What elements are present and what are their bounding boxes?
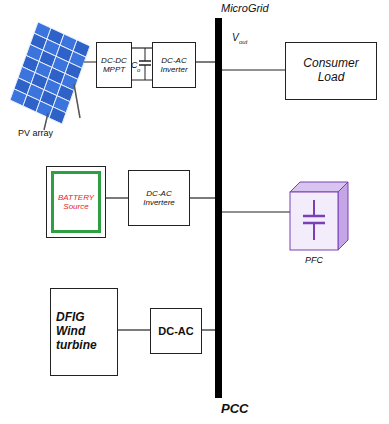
pv-label: PV array — [18, 129, 53, 138]
pfc-shape — [290, 192, 338, 250]
capacitor-label: C — [131, 61, 138, 70]
text-wrap: DC-AC Invertere — [129, 189, 189, 207]
pfc-box: PFC — [290, 192, 338, 250]
voltage-label: V — [232, 33, 239, 43]
text-wrap: Consumer Load — [286, 57, 376, 85]
pv-array-panel — [10, 22, 90, 124]
box-text: DC-DC MPPT — [97, 56, 131, 74]
pfc-label: PFC — [290, 256, 338, 265]
pfc-outline — [290, 181, 350, 251]
bus-title: MicroGrid — [221, 3, 269, 14]
panel-leg — [44, 113, 48, 130]
connector-line — [118, 329, 150, 330]
box-text: DC-AC Invertere — [129, 189, 189, 207]
text-wrap: DC-DC MPPT — [97, 56, 131, 74]
pfc-shape — [313, 200, 315, 216]
voltage-subscript: out — [239, 39, 247, 45]
bus-label: PCC — [221, 402, 248, 415]
pfc-shape — [303, 215, 325, 218]
capacitor-subscript: o — [137, 67, 140, 73]
text-wrap: BATTERY Source — [47, 193, 105, 211]
connector-line — [106, 197, 128, 198]
pfc-shape — [338, 182, 348, 250]
capacitor-symbol — [145, 65, 146, 80]
box-text: DC-AC Inverter — [153, 56, 195, 74]
converter-box: DC-DC MPPT — [96, 42, 132, 88]
pfc-shape — [313, 223, 315, 240]
battery-box: BATTERY Source — [46, 166, 106, 238]
capacitor-symbol — [145, 48, 146, 61]
wire — [84, 62, 96, 63]
wire — [132, 80, 152, 81]
connector-line — [190, 197, 215, 198]
text-wrap: DC-AC — [151, 325, 201, 338]
connector-line — [222, 211, 290, 212]
converter-box: DC-AC — [150, 308, 202, 354]
connector-line — [132, 47, 152, 48]
inverter-box: DC-AC Invertere — [128, 170, 190, 226]
connector-line — [222, 69, 285, 70]
capacitor-symbol — [139, 60, 151, 62]
inverter-box: DC-AC Inverter — [152, 42, 196, 88]
box-text: Consumer Load — [286, 57, 376, 85]
connector-line — [196, 61, 215, 62]
generator-box: DFIG Wind turbine — [50, 288, 118, 376]
text-wrap: DC-AC Inverter — [153, 56, 195, 74]
connector-line — [202, 329, 215, 330]
text-wrap: DFIG Wind turbine — [51, 311, 117, 352]
pv-cell — [49, 107, 66, 124]
load-box: Consumer Load — [285, 42, 377, 100]
panel-leg — [74, 84, 80, 118]
bus-bar: MicroGridPCC — [215, 18, 222, 398]
box-text: DFIG Wind turbine — [51, 311, 117, 352]
box-text: DC-AC — [151, 325, 201, 338]
box-text: BATTERY Source — [47, 193, 105, 211]
